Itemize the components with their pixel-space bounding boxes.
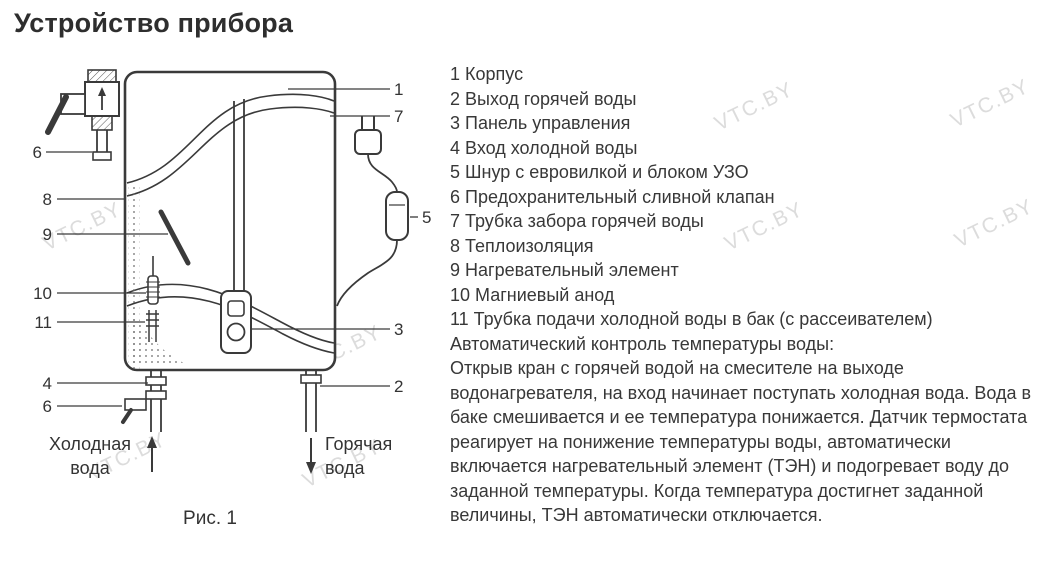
- callout-7: 7: [394, 107, 403, 126]
- cold-water-label-line1: Холодная: [49, 434, 131, 454]
- legend-item: 11 Трубка подачи холодной воды в бак (с …: [450, 309, 933, 329]
- description-body: Открыв кран с горячей водой на смесителе…: [450, 358, 1032, 525]
- legend-item: 7 Трубка забора горячей воды: [450, 211, 704, 231]
- magnesium-anode: [146, 256, 160, 305]
- legend-item: 6 Предохранительный сливной клапан: [450, 186, 775, 207]
- legend-item: 4 Вход холодной воды: [450, 137, 638, 158]
- cold-water-label-line2: вода: [70, 458, 110, 478]
- panel-button: [227, 300, 245, 317]
- cold-water-arrow: [147, 436, 157, 472]
- drain-valve-lever: [121, 408, 133, 424]
- legend-item: 1 Корпус: [450, 64, 524, 84]
- hot-water-arrow: [306, 438, 316, 474]
- callout-6-bottom: 6: [43, 397, 52, 416]
- tank-body: [123, 70, 337, 372]
- insulation-stipple: [130, 300, 186, 364]
- page-title: Устройство прибора: [14, 8, 294, 38]
- up-arrow-icon: [147, 436, 157, 448]
- description-heading: Автоматический контроль температуры воды…: [450, 333, 835, 354]
- hot-outlet-pipe: [300, 371, 322, 432]
- figure-caption: Рис. 1: [183, 508, 237, 529]
- legend-item: 5 Шнур с евровилкой и блоком УЗО: [450, 162, 749, 182]
- legend-item: 8 Теплоизоляция: [450, 235, 594, 256]
- uzo-block: [385, 191, 409, 241]
- callout-6-top: 6: [33, 143, 42, 162]
- valve-lever: [45, 94, 69, 135]
- callout-2: 2: [394, 377, 403, 396]
- panel-knob: [226, 322, 246, 342]
- callout-3: 3: [394, 320, 403, 339]
- callout-1: 1: [394, 80, 403, 99]
- callout-4: 4: [43, 374, 52, 393]
- callout-10: 10: [33, 284, 52, 303]
- hot-water-label-line1: Горячая: [325, 434, 392, 454]
- control-panel: [220, 290, 252, 354]
- drain-valve: [124, 398, 147, 411]
- leader-lines: [46, 88, 418, 407]
- hot-water-label-line2: вода: [325, 458, 365, 478]
- heating-element: [158, 209, 191, 266]
- legend-item: 9 Нагревательный элемент: [450, 260, 679, 280]
- plug-body: [354, 129, 382, 155]
- legend-and-description: 1 Корпус 2 Выход горячей воды 3 Панель у…: [450, 62, 1036, 528]
- callout-5: 5: [422, 208, 431, 227]
- callout-8: 8: [43, 190, 52, 209]
- safety-valve-top: [45, 69, 120, 161]
- cold-inlet-pipe: [121, 371, 167, 432]
- legend-item: 3 Панель управления: [450, 113, 631, 133]
- up-arrow-icon: [98, 87, 106, 96]
- hot-water-tube: [233, 99, 245, 291]
- down-arrow-icon: [306, 462, 316, 474]
- legend-item: 10 Магниевый анод: [450, 284, 615, 305]
- insulation-stipple: [128, 183, 140, 369]
- callout-numbers: 1 7 5 3 2 6 8 9 10 11 4 6: [33, 80, 432, 416]
- power-cord: [336, 116, 409, 307]
- legend-item: 2 Выход горячей воды: [450, 88, 637, 109]
- inlet-tube-diffuser: [146, 310, 159, 342]
- callout-9: 9: [43, 225, 52, 244]
- callout-11: 11: [34, 313, 52, 332]
